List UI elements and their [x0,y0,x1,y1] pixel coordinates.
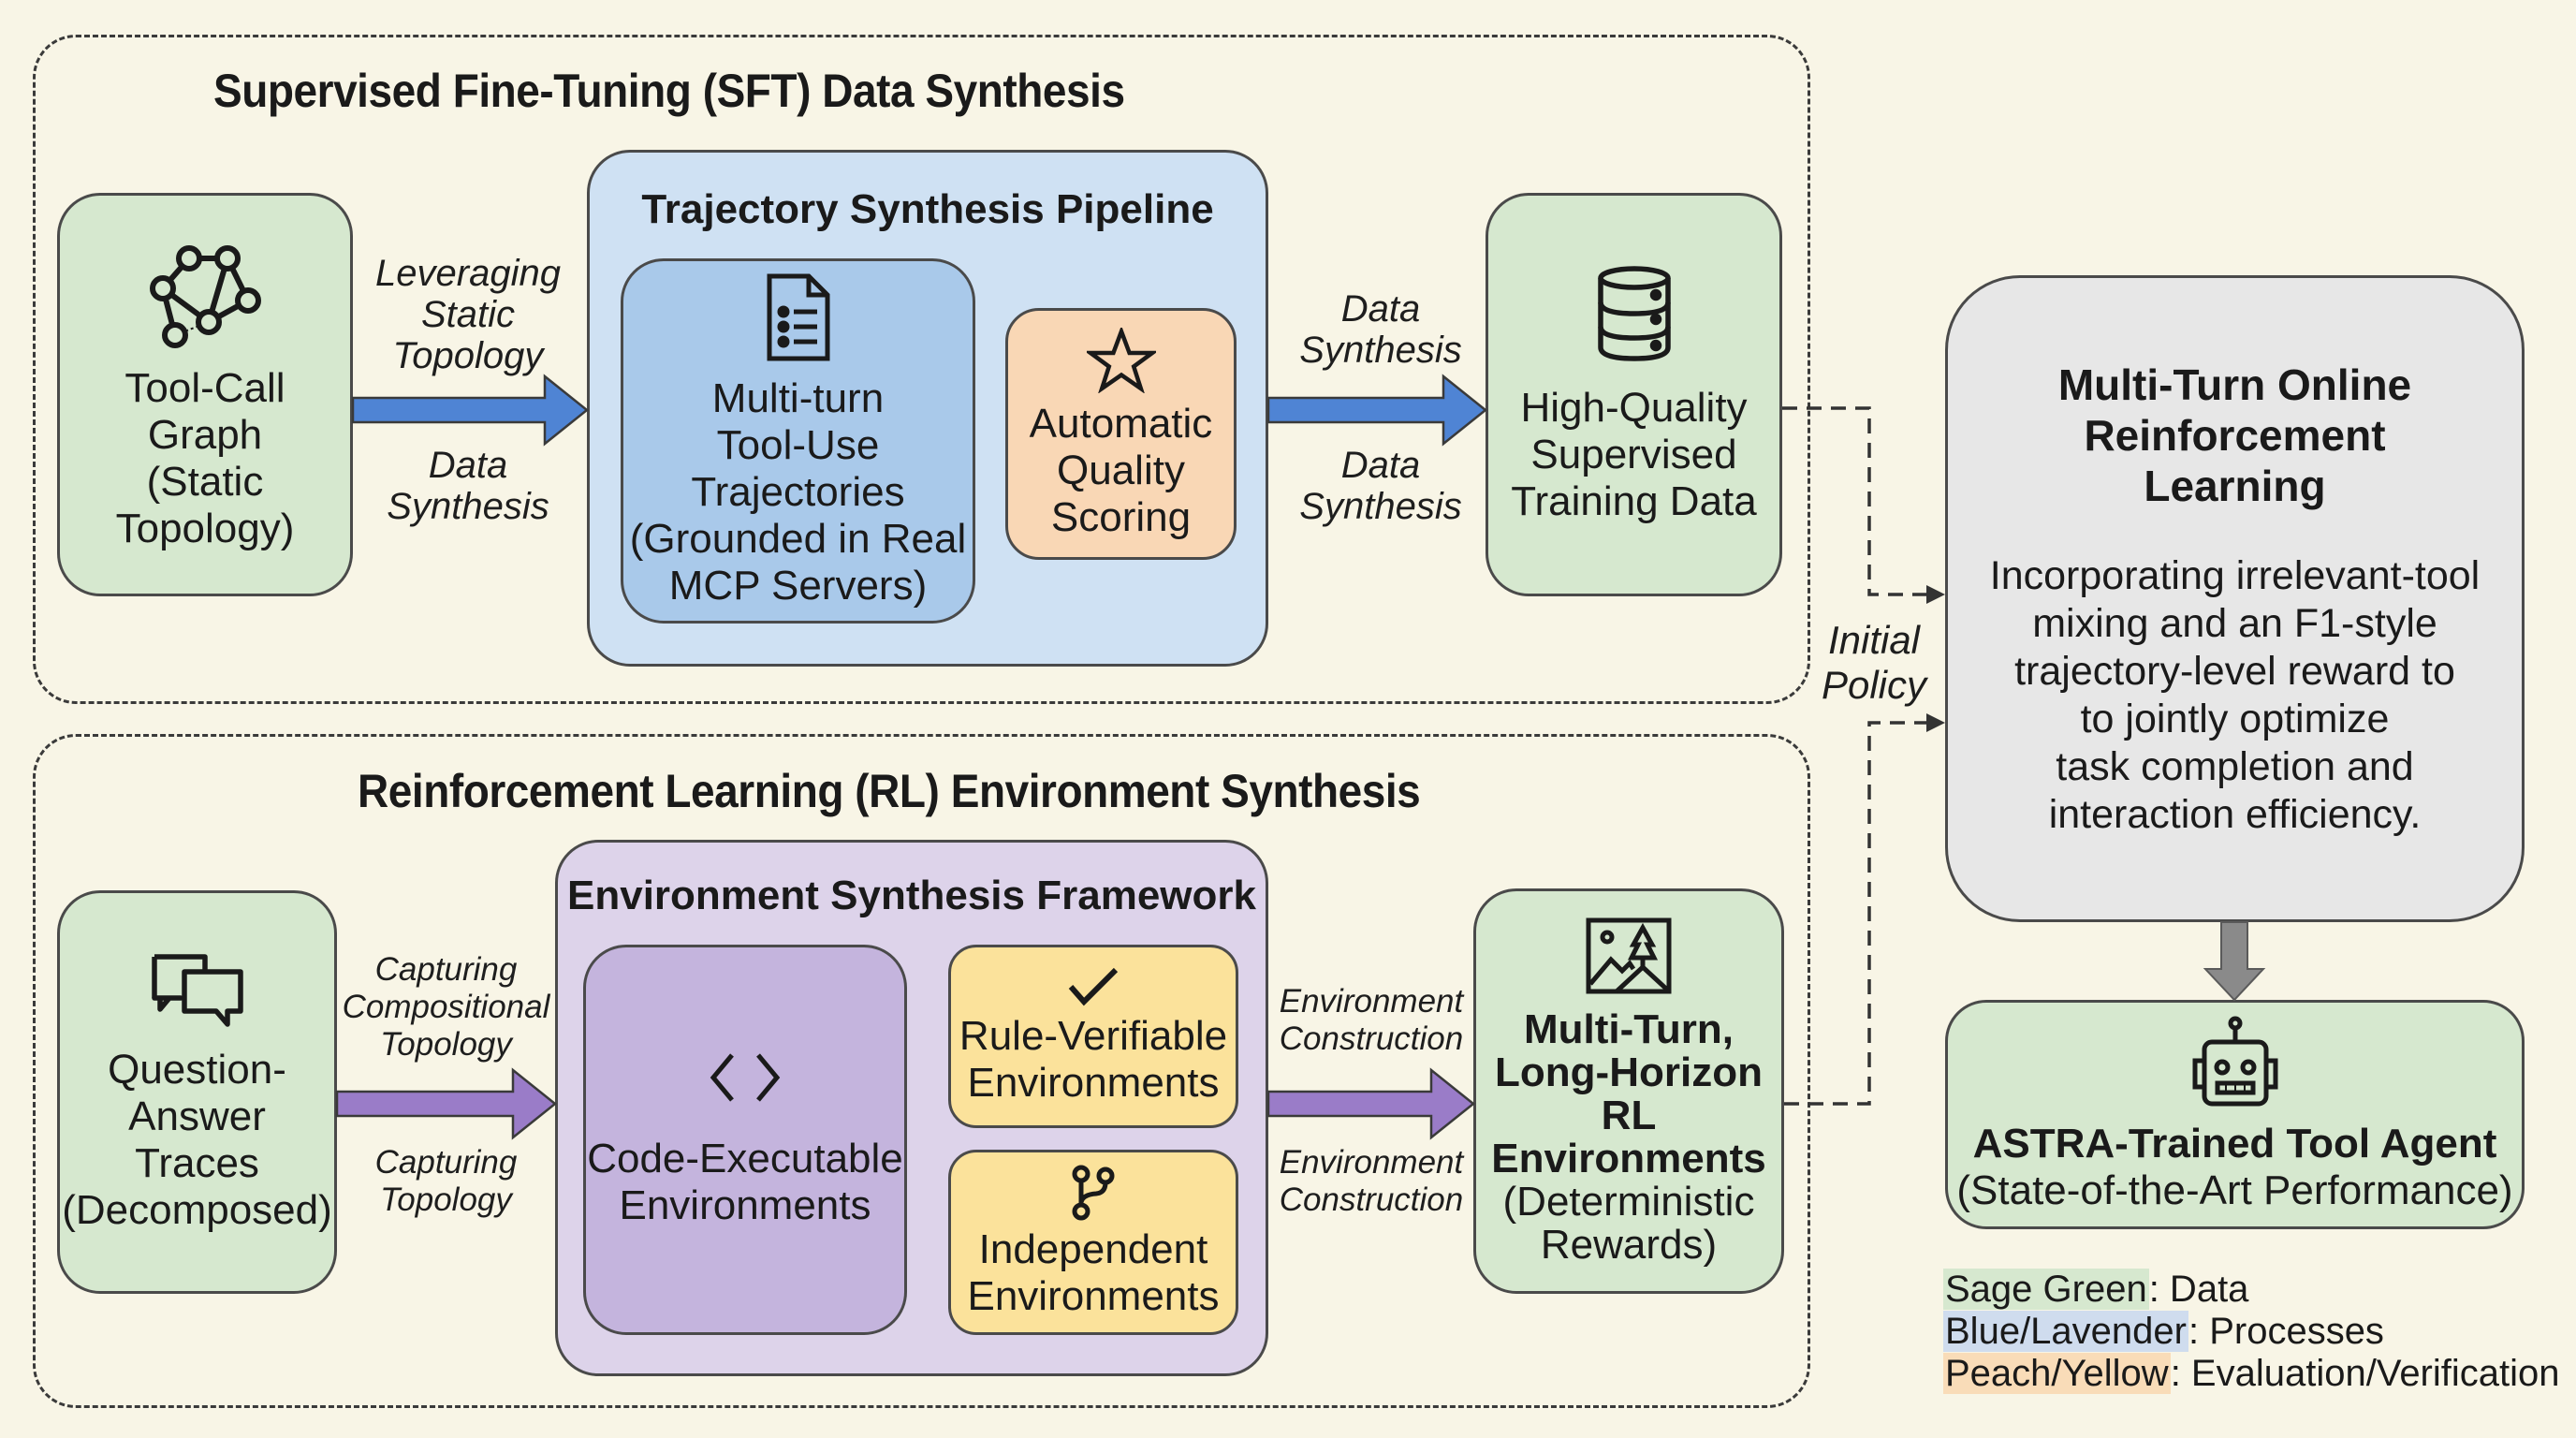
rule-verifiable-environments-box[interactable]: Rule-Verifiable Environments [948,945,1238,1128]
online-rl-title: Multi-Turn Online Reinforcement Learning [2057,360,2412,510]
edge-label-data-synthesis: Data Synthesis [387,445,549,527]
multi-turn-trajectories-label: Multi-turn Tool-Use Trajectories (Ground… [629,375,967,609]
edge-label-data-synthesis-bottom: Data Synthesis [1299,445,1462,527]
sft-section-title: Supervised Fine-Tuning (SFT) Data Synthe… [213,65,1125,117]
arrow-online-rl-to-agent [2203,921,2266,1002]
connector-arrowhead-top [1926,585,1945,604]
independent-environments-box[interactable]: Independent Environments [948,1150,1238,1335]
edge-label-environment-construction-bottom: Environment Construction [1279,1144,1464,1218]
code-executable-environments-label: Code-Executable Environments [587,1135,903,1228]
legend-key: Peach/Yellow [1943,1353,2171,1394]
network-graph-icon [147,238,263,348]
automatic-quality-scoring-label: Automatic Quality Scoring [1029,400,1213,540]
astra-agent-box[interactable]: ASTRA-Trained Tool Agent (State-of-the-A… [1945,1000,2525,1229]
edge-label-capturing-compositional-topology: Capturing Compositional Topology [342,951,550,1063]
legend-value: : Processes [2188,1311,2384,1352]
star-icon [1086,327,1156,393]
code-executable-environments-box[interactable]: Code-Executable Environments [583,945,907,1335]
framework-title: Environment Synthesis Framework [567,873,1256,918]
tool-call-graph-box[interactable]: Tool-Call Graph (Static Topology) [57,193,353,596]
connector-arrowhead-bottom [1926,713,1945,732]
chat-bubbles-icon [149,951,246,1030]
legend-key: Sage Green [1943,1269,2149,1310]
pipeline-title: Trajectory Synthesis Pipeline [641,186,1214,232]
legend-item-processes: Blue/Lavender: Processes [1943,1310,2384,1353]
astra-agent-subtitle: (State-of-the-Art Performance) [1956,1167,2513,1213]
robot-icon [2188,1016,2283,1109]
legend-key: Blue/Lavender [1943,1311,2188,1352]
question-answer-traces-label: Question- Answer Traces (Decomposed) [62,1046,332,1233]
rule-verifiable-environments-label: Rule-Verifiable Environments [959,1013,1228,1106]
landscape-image-icon [1585,917,1673,995]
edge-label-data-synthesis-top: Data Synthesis [1299,288,1462,371]
sft-section [33,35,1810,704]
online-rl-description: Incorporating irrelevant-tool mixing and… [1989,552,2481,837]
high-quality-training-data-box[interactable]: High-Quality Supervised Training Data [1486,193,1782,596]
legend-value: : Data [2148,1269,2249,1310]
checkmark-icon [1067,966,1120,1007]
rl-section-title: Reinforcement Learning (RL) Environment … [358,765,1421,817]
astra-agent-title: ASTRA-Trained Tool Agent [1972,1120,2497,1167]
automatic-quality-scoring-box[interactable]: Automatic Quality Scoring [1005,308,1237,560]
rl-environments-title: Multi-Turn, Long-Horizon RL Environments [1491,1005,1766,1181]
multi-turn-trajectories-box[interactable]: Multi-turn Tool-Use Trajectories (Ground… [621,258,975,624]
legend-item-evaluation: Peach/Yellow: Evaluation/Verification [1943,1352,2560,1395]
question-answer-traces-box[interactable]: Question- Answer Traces (Decomposed) [57,890,337,1294]
legend-item-data: Sage Green: Data [1943,1268,2248,1311]
git-branch-icon [1070,1165,1117,1221]
document-list-icon [766,272,831,362]
high-quality-training-data-label: High-Quality Supervised Training Data [1511,384,1757,524]
rl-environments-box[interactable]: Multi-Turn, Long-Horizon RL Environments… [1473,888,1784,1294]
independent-environments-label: Independent Environments [967,1226,1220,1319]
online-rl-box[interactable]: Multi-Turn Online Reinforcement Learning… [1945,275,2525,922]
database-icon [1595,265,1674,362]
code-brackets-icon [708,1051,783,1104]
initial-policy-label: Initial Policy [1821,618,1927,707]
edge-label-leveraging-static-topology: Leveraging Static Topology [375,253,561,376]
tool-call-graph-label: Tool-Call Graph (Static Topology) [115,364,295,551]
edge-label-environment-construction-top: Environment Construction [1279,983,1464,1057]
legend-value: : Evaluation/Verification [2170,1353,2560,1394]
rl-environments-subtitle: (Deterministic Rewards) [1502,1178,1755,1268]
edge-label-capturing-topology: Capturing Topology [374,1144,518,1218]
